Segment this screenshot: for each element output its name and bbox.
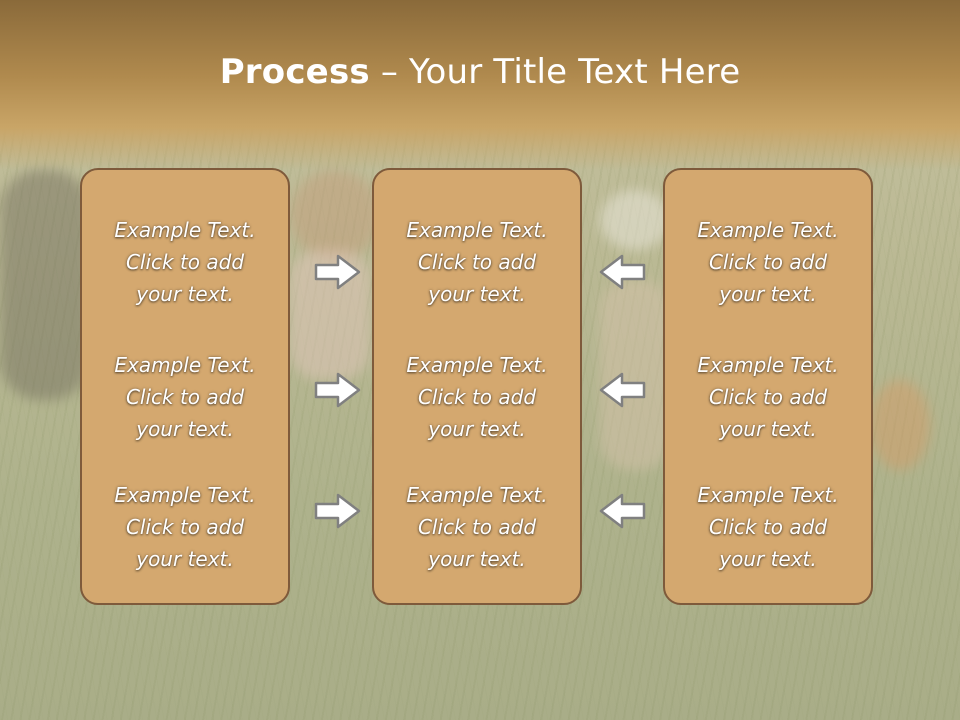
text-line: your text. xyxy=(428,547,526,571)
text-line: your text. xyxy=(719,417,817,441)
text-line: Example Text. xyxy=(406,483,548,507)
text-line: Example Text. xyxy=(114,218,256,242)
process-box-right[interactable]: Example Text. Click to add your text. Ex… xyxy=(663,168,873,605)
text-line: Example Text. xyxy=(406,353,548,377)
text-line: Click to add xyxy=(417,250,537,274)
text-line: Click to add xyxy=(125,515,245,539)
title-bold-part: Process xyxy=(219,52,370,92)
arrow-right-icon xyxy=(314,372,361,408)
text-placeholder[interactable]: Example Text. Click to add your text. xyxy=(665,479,871,575)
background-photo-figure xyxy=(600,190,670,250)
text-line: Click to add xyxy=(417,515,537,539)
text-placeholder[interactable]: Example Text. Click to add your text. xyxy=(665,214,871,310)
background-photo-figure xyxy=(870,380,930,470)
text-line: Click to add xyxy=(708,250,828,274)
background-photo-figure xyxy=(0,170,90,400)
arrow-left-icon xyxy=(599,372,646,408)
text-placeholder[interactable]: Example Text. Click to add your text. xyxy=(374,479,580,575)
text-line: Example Text. xyxy=(114,353,256,377)
text-placeholder[interactable]: Example Text. Click to add your text. xyxy=(82,479,288,575)
text-placeholder[interactable]: Example Text. Click to add your text. xyxy=(82,349,288,445)
arrow-right-icon xyxy=(314,493,361,529)
text-placeholder[interactable]: Example Text. Click to add your text. xyxy=(665,349,871,445)
text-line: Click to add xyxy=(708,385,828,409)
arrow-right-icon xyxy=(314,254,361,290)
arrow-left-icon xyxy=(599,493,646,529)
text-line: your text. xyxy=(136,417,234,441)
text-placeholder[interactable]: Example Text. Click to add your text. xyxy=(374,214,580,310)
text-line: your text. xyxy=(136,547,234,571)
text-line: Example Text. xyxy=(697,218,839,242)
background-photo-figure xyxy=(290,170,380,260)
background-photo-figure xyxy=(600,280,670,470)
slide-title[interactable]: Process – Your Title Text Here xyxy=(0,52,960,92)
text-line: Example Text. xyxy=(697,483,839,507)
text-placeholder[interactable]: Example Text. Click to add your text. xyxy=(82,214,288,310)
text-line: your text. xyxy=(719,282,817,306)
text-line: your text. xyxy=(719,547,817,571)
text-line: your text. xyxy=(428,282,526,306)
text-placeholder[interactable]: Example Text. Click to add your text. xyxy=(374,349,580,445)
text-line: your text. xyxy=(136,282,234,306)
process-box-center[interactable]: Example Text. Click to add your text. Ex… xyxy=(372,168,582,605)
text-line: Example Text. xyxy=(697,353,839,377)
text-line: Click to add xyxy=(125,385,245,409)
process-box-left[interactable]: Example Text. Click to add your text. Ex… xyxy=(80,168,290,605)
text-line: Example Text. xyxy=(114,483,256,507)
arrow-left-icon xyxy=(599,254,646,290)
text-line: Click to add xyxy=(125,250,245,274)
title-rest-part: – Your Title Text Here xyxy=(369,52,741,92)
text-line: Click to add xyxy=(417,385,537,409)
text-line: your text. xyxy=(428,417,526,441)
text-line: Example Text. xyxy=(406,218,548,242)
text-line: Click to add xyxy=(708,515,828,539)
title-band xyxy=(0,0,960,170)
